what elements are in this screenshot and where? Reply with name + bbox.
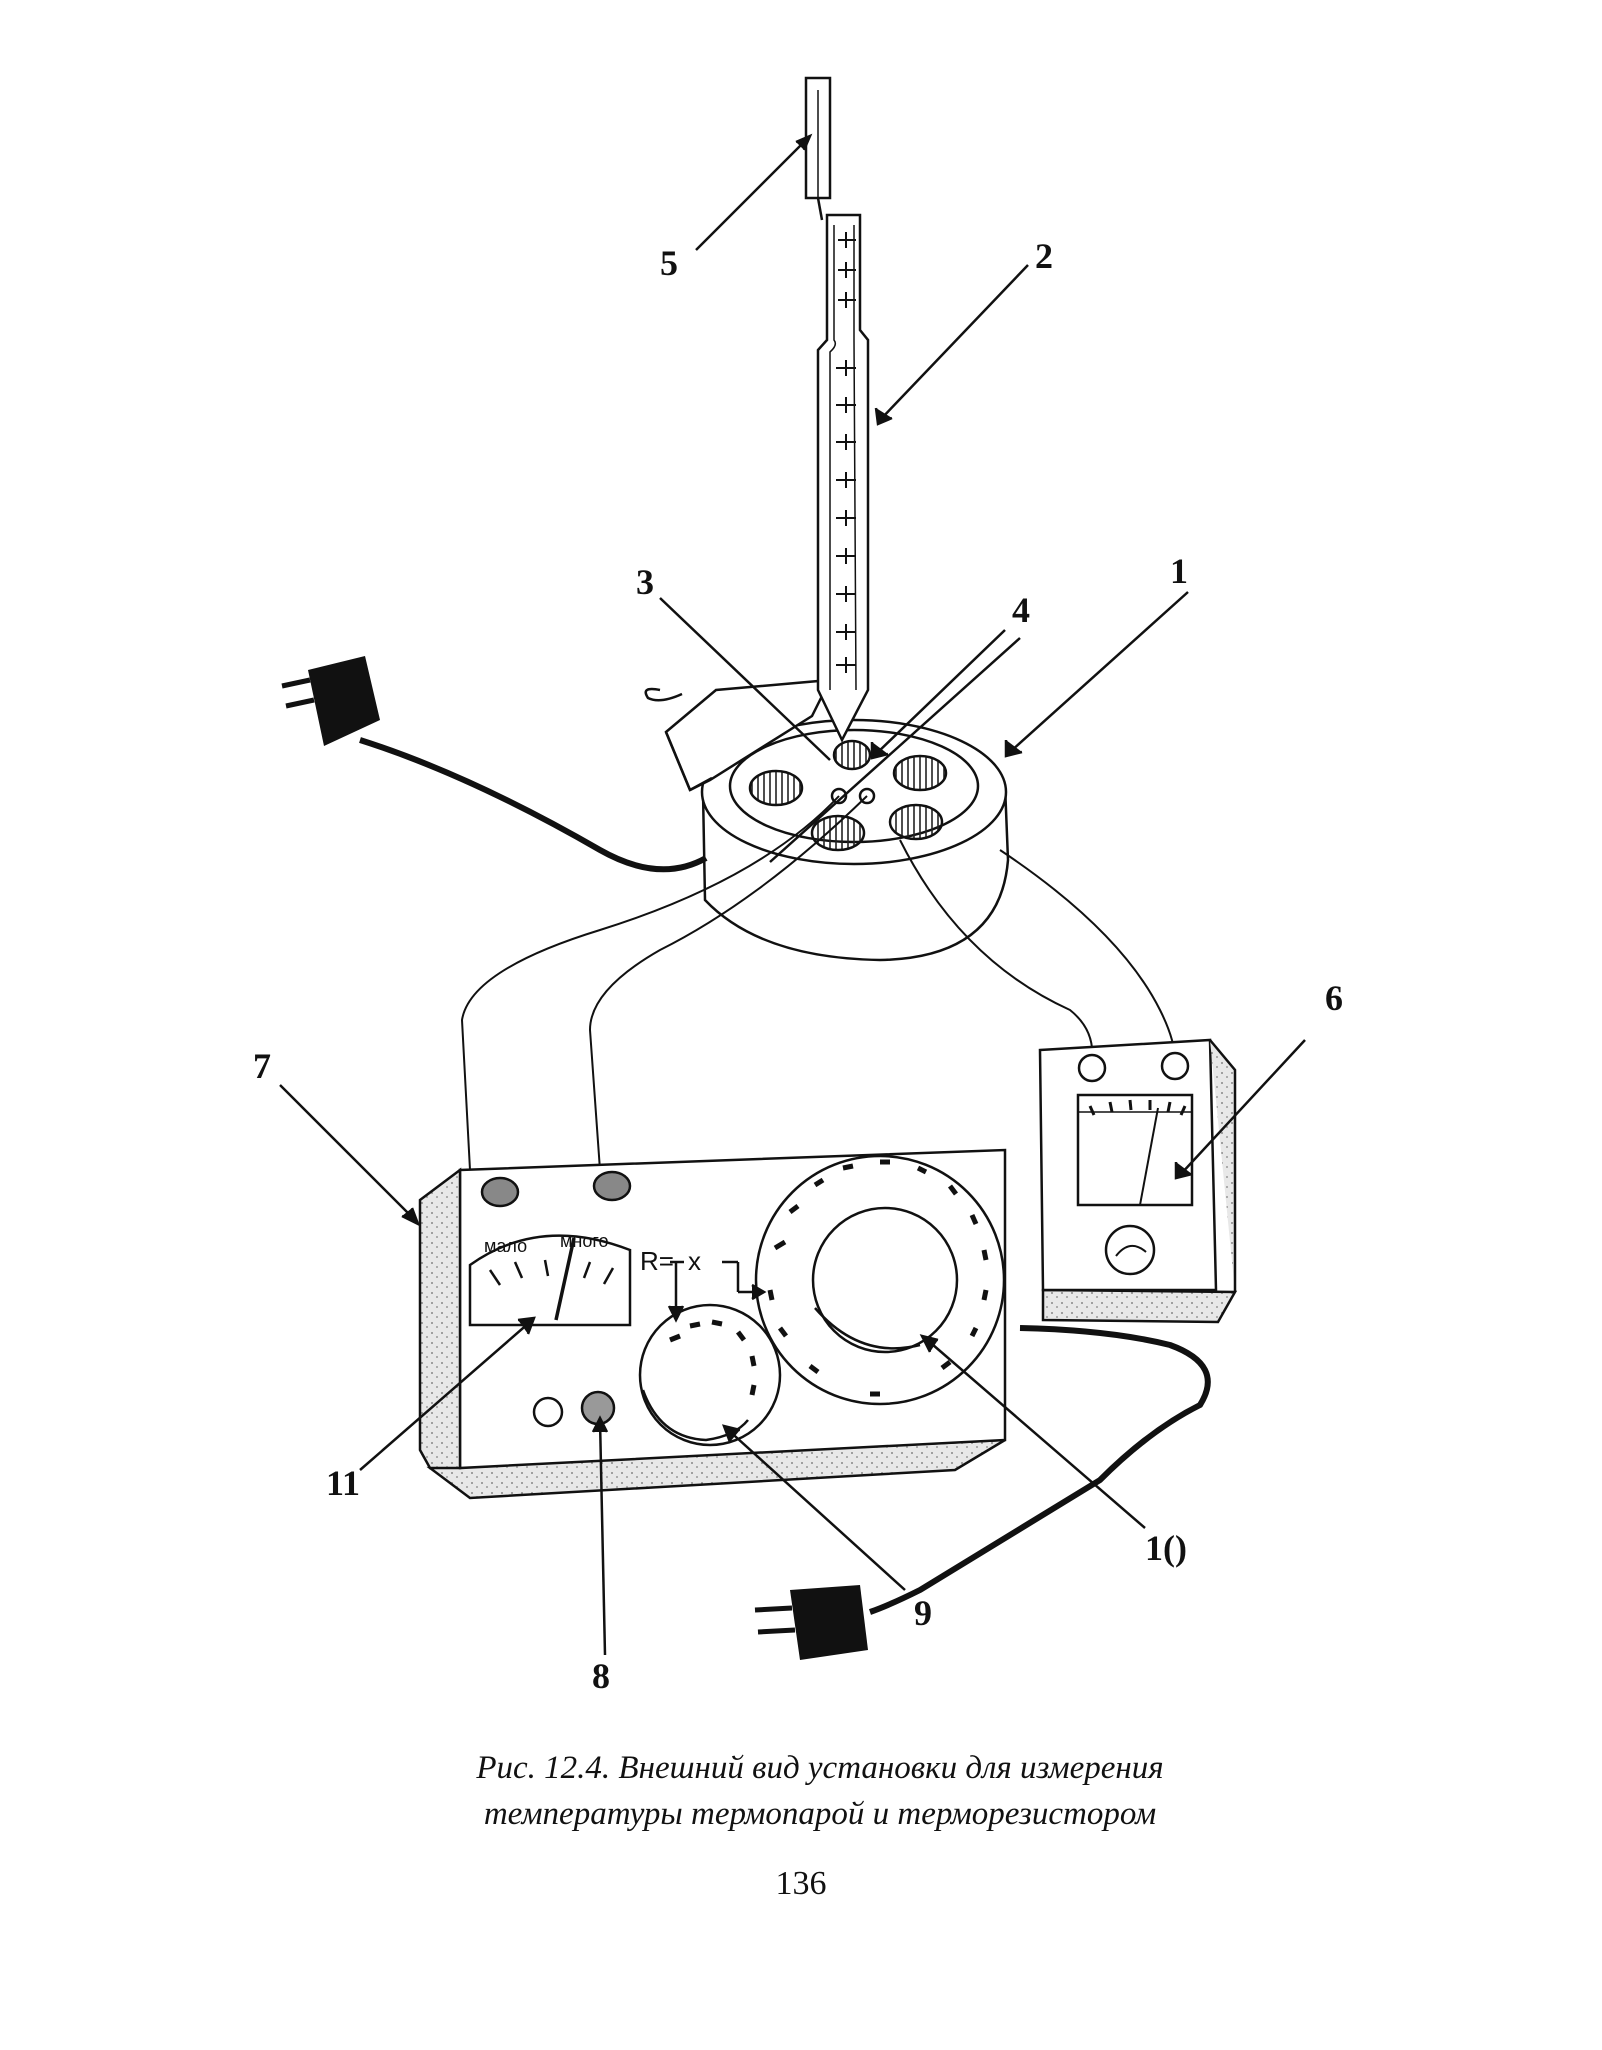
terminal — [480, 1176, 520, 1208]
meter-cord — [869, 1325, 1211, 1615]
r-x-schematic — [667, 1260, 767, 1323]
hatched-opening — [748, 769, 804, 807]
meter-needle — [1139, 1107, 1159, 1206]
callout-9: 9 — [914, 1593, 932, 1633]
callout-3: 3 — [636, 562, 654, 602]
water-bath — [700, 718, 1010, 962]
null-galvanometer — [468, 1234, 632, 1327]
power-plug-top — [281, 656, 380, 746]
bath-heater — [359, 678, 833, 873]
zero-adjust-knob — [1104, 1224, 1156, 1276]
galvanometer-label-low: мало — [484, 1236, 527, 1256]
callout-2: 2 — [1035, 236, 1053, 276]
meter-window — [1076, 1093, 1194, 1207]
power-plug-bottom — [754, 1585, 868, 1660]
hatched-opening — [832, 739, 872, 771]
indicator-lamp — [532, 1396, 564, 1428]
range-switch — [638, 1303, 782, 1447]
callout-7: 7 — [253, 1046, 271, 1086]
page-number: 136 — [775, 1865, 827, 1902]
apparatus-diagram: 1 2 3 4 5 6 7 8 9 1() 11 мало много R= x — [253, 76, 1343, 1696]
leader-lines — [279, 133, 1306, 1656]
terminal — [1077, 1053, 1107, 1083]
callout-8: 8 — [592, 1656, 610, 1696]
power-button — [580, 1390, 616, 1426]
connecting-wires — [460, 795, 1176, 1171]
caption-line-2: температуры термопарой и терморезистором — [483, 1796, 1157, 1832]
rheochord-dial — [754, 1154, 1006, 1406]
terminal — [1160, 1051, 1190, 1081]
x-label: x — [688, 1246, 701, 1276]
bath-power-cord — [359, 737, 708, 873]
figure-caption: Рис. 12.4. Внешний вид установки для изм… — [300, 1745, 1340, 1837]
hatched-opening — [810, 814, 866, 852]
thermometer-scale — [836, 232, 856, 673]
galvanometer-label-high: много — [560, 1231, 609, 1251]
terminal — [592, 1170, 632, 1202]
meter-scale-marks — [1088, 1099, 1187, 1116]
thermometer — [804, 76, 870, 743]
callout-11: 11 — [326, 1463, 360, 1503]
hatched-opening — [892, 754, 948, 792]
measuring-bridge — [418, 1148, 1007, 1500]
callout-10: 1() — [1145, 1528, 1187, 1568]
callout-4: 4 — [1012, 590, 1030, 630]
callout-1: 1 — [1170, 551, 1188, 591]
r-label: R= — [640, 1246, 674, 1276]
galvanometer-needle — [554, 1237, 576, 1321]
millivoltmeter — [869, 1038, 1238, 1615]
hatched-opening — [888, 803, 944, 841]
callout-5: 5 — [660, 243, 678, 283]
caption-line-1: Рис. 12.4. Внешний вид установки для изм… — [476, 1750, 1164, 1786]
bridge-side — [418, 1167, 462, 1470]
callout-6: 6 — [1325, 978, 1343, 1018]
